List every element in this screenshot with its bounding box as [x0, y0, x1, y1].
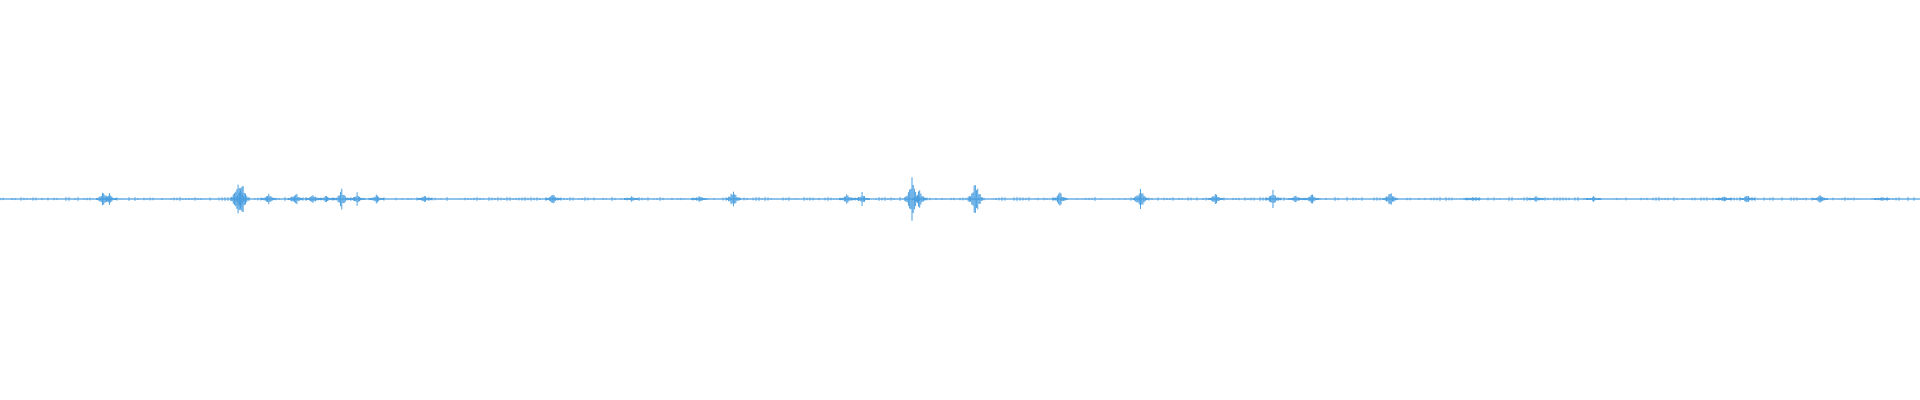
waveform-burst: [1132, 189, 1149, 209]
waveform-burst: [1207, 194, 1224, 204]
waveform-burst: [416, 195, 433, 203]
waveform-burst: [261, 193, 277, 205]
waveform-burst: [1585, 196, 1602, 202]
waveform-burst: [545, 194, 561, 204]
waveform-bursts: [0, 177, 1918, 221]
waveform-burst: [1812, 195, 1828, 203]
waveform-burst: [623, 196, 640, 202]
waveform-burst: [334, 188, 350, 210]
waveform-burst: [1739, 195, 1755, 203]
waveform-burst: [1716, 196, 1732, 202]
waveform-burst: [305, 195, 321, 203]
waveform-burst: [1873, 197, 1890, 201]
waveform-burst: [1265, 189, 1281, 209]
waveform-burst: [967, 185, 984, 213]
waveform-burst: [1052, 192, 1068, 206]
waveform-burst: [839, 194, 855, 204]
waveform-burst: [691, 196, 707, 202]
waveform-burst: [1288, 195, 1304, 203]
waveform-burst: [1528, 196, 1544, 202]
waveform-burst: [368, 194, 385, 204]
waveform-burst: [101, 193, 118, 205]
waveform-burst: [725, 191, 742, 207]
waveform-burst: [911, 190, 928, 208]
waveform-burst: [234, 186, 250, 212]
waveform-burst: [318, 195, 335, 203]
waveform-burst: [854, 192, 870, 206]
waveform-burst: [349, 192, 365, 206]
waveform-burst: [1382, 193, 1398, 205]
waveform-burst: [1464, 197, 1481, 201]
waveform-burst: [1303, 194, 1320, 204]
waveform-burst: [287, 193, 304, 205]
